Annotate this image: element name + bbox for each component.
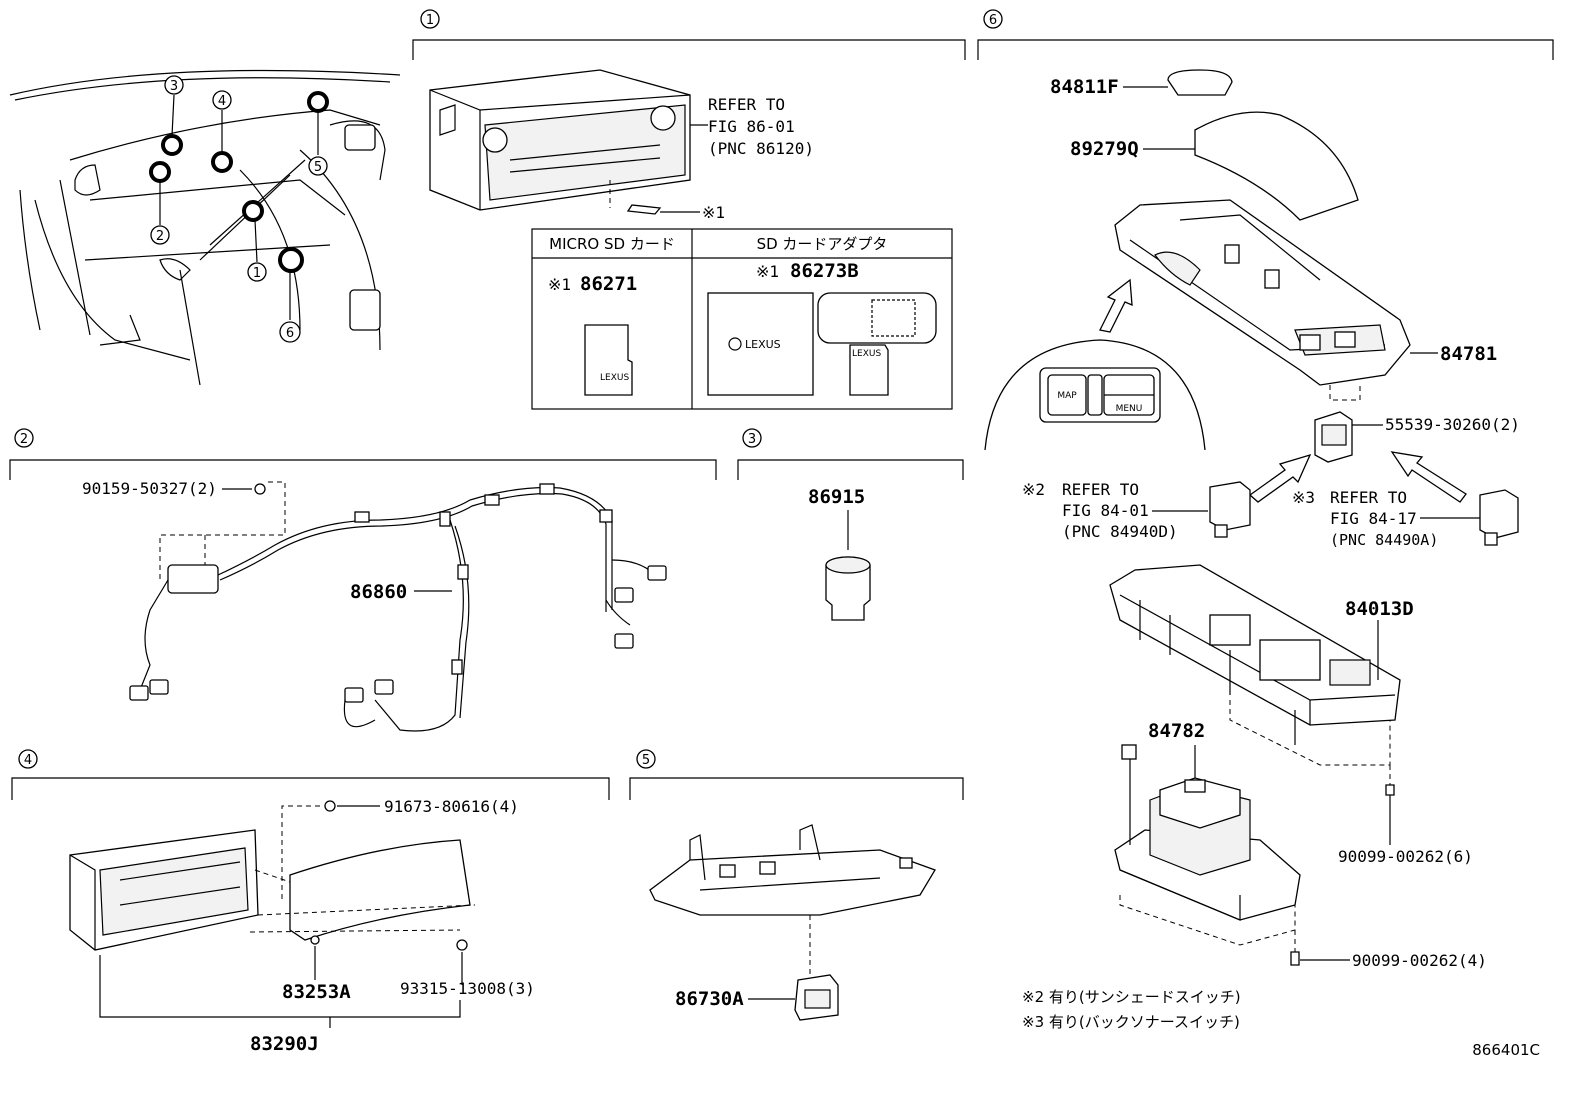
note2-refer-line1: REFER TO xyxy=(1062,480,1139,499)
knob-part-number: 84811F xyxy=(1050,76,1119,98)
screw-b-part-number: 90099-00262(4) xyxy=(1352,951,1487,970)
center-console xyxy=(1114,199,1411,386)
bolt xyxy=(254,483,266,495)
note2-refer-line2: FIG 84-01 xyxy=(1062,501,1149,520)
footnote-2: ※2 有り(サンシェードスイッチ) xyxy=(1022,988,1241,1006)
switch-base-part-number: 55539-30260(2) xyxy=(1385,415,1520,434)
box-part-number: 84013D xyxy=(1345,598,1414,620)
section-1: 1 REFER TO FIG 86-01 (PNC 86120) ※1 MICR… xyxy=(412,9,966,410)
dashboard-overview: 3 4 5 2 1 6 xyxy=(9,69,401,386)
controller-part-number: 84782 xyxy=(1148,720,1205,742)
sd-adapter xyxy=(849,344,889,396)
sd-package xyxy=(707,292,814,396)
assy-part-number: 83290J xyxy=(250,1033,319,1055)
section-2-number: 2 xyxy=(20,432,28,447)
callout-5: 5 xyxy=(314,160,322,175)
harness-part-number: 86860 xyxy=(350,581,407,603)
cluster-panel xyxy=(289,839,471,945)
socket-part-number: 86915 xyxy=(808,486,865,508)
sd-card-table: MICRO SD カード SD カードアダプタ ※1 86271 ※1 8627… xyxy=(531,228,953,410)
wire-harness xyxy=(129,483,667,732)
head-unit-refer-line3: (PNC 86120) xyxy=(708,139,814,158)
screw-a xyxy=(1385,784,1395,796)
switch-part-number: 86730A xyxy=(675,988,744,1010)
note3-refer-line1: REFER TO xyxy=(1330,488,1407,507)
note2-refer-line3: (PNC 84940D) xyxy=(1062,522,1178,541)
bolt-part-number: 90159-50327(2) xyxy=(82,479,217,498)
section-6: 6 84811F 89279Q 84781 MAP xyxy=(977,9,1554,1031)
section-6-number: 6 xyxy=(989,13,997,28)
head-unit-refer-line1: REFER TO xyxy=(708,95,785,114)
map-lamp-switch xyxy=(794,974,839,1021)
sd-package-logo: LEXUS xyxy=(745,338,781,351)
console-pad xyxy=(1194,111,1359,221)
callout-1: 1 xyxy=(253,266,261,281)
note3-refer-line3: (PNC 84490A) xyxy=(1330,531,1438,549)
sunshade-switch xyxy=(1209,481,1251,538)
screw-b xyxy=(1290,951,1300,966)
screw xyxy=(324,800,336,812)
micro-sd-header: MICRO SD カード xyxy=(549,235,675,253)
meter-cluster xyxy=(69,829,259,951)
menu-button-label: MENU xyxy=(1116,404,1143,414)
audio-head-unit xyxy=(429,69,691,211)
section-2: 2 90159-50327(2) xyxy=(9,428,717,732)
console-part-number: 84781 xyxy=(1440,343,1497,365)
section-5: 5 86730A xyxy=(629,749,964,1021)
note3-mark: ※3 xyxy=(1292,488,1315,507)
footnote-3: ※3 有り(バックソナースイッチ) xyxy=(1022,1013,1240,1031)
note3-refer-line2: FIG 84-17 xyxy=(1330,509,1417,528)
section-5-number: 5 xyxy=(642,753,650,768)
remote-touch-controller xyxy=(1114,744,1301,921)
console-box xyxy=(1109,564,1401,745)
section-4: 4 91673-80616(4) 83253A 93315-13008(3) 8… xyxy=(11,749,610,1055)
callout-6: 6 xyxy=(286,326,294,341)
callout-3: 3 xyxy=(170,79,178,94)
sd-adapter-logo: LEXUS xyxy=(852,349,881,359)
inset-arrow xyxy=(1099,278,1133,333)
note2-mark: ※2 xyxy=(1022,480,1045,499)
micro-sd-part-number: 86271 xyxy=(580,273,637,295)
pad-part-number: 89279Q xyxy=(1070,138,1139,160)
console-switch-inset: MAP MENU xyxy=(984,339,1206,451)
section-3: 3 86915 xyxy=(737,428,964,621)
sonar-switch xyxy=(1479,489,1519,546)
power-socket xyxy=(825,556,871,621)
sd-adapter-header: SD カードアダプタ xyxy=(757,235,888,253)
section-4-number: 4 xyxy=(24,753,32,768)
clip xyxy=(456,939,468,951)
screw-part-number: 91673-80616(4) xyxy=(384,797,519,816)
map-button-label: MAP xyxy=(1057,391,1077,401)
micro-sd-card xyxy=(584,324,633,396)
sd-adapter-note-mark: ※1 xyxy=(756,262,779,281)
knob xyxy=(1167,69,1233,96)
diagram-code: 866401C xyxy=(1472,1041,1540,1059)
sd-adapter-part-number: 86273B xyxy=(790,260,859,282)
overhead-console xyxy=(649,824,936,916)
sd-slot-note-mark: ※1 xyxy=(702,203,725,222)
clip-part-number: 93315-13008(3) xyxy=(400,979,535,998)
callout-2: 2 xyxy=(156,229,164,244)
head-unit-refer-line2: FIG 86-01 xyxy=(708,117,795,136)
micro-sd-logo: LEXUS xyxy=(600,373,629,383)
callout-4: 4 xyxy=(218,94,226,109)
switch-base xyxy=(1314,411,1353,463)
screw-a-part-number: 90099-00262(6) xyxy=(1338,847,1473,866)
panel-part-number: 83253A xyxy=(282,981,351,1003)
section-3-number: 3 xyxy=(748,432,756,447)
micro-sd-note-mark: ※1 xyxy=(548,275,571,294)
section-1-number: 1 xyxy=(426,13,434,28)
map-button xyxy=(1047,374,1087,416)
